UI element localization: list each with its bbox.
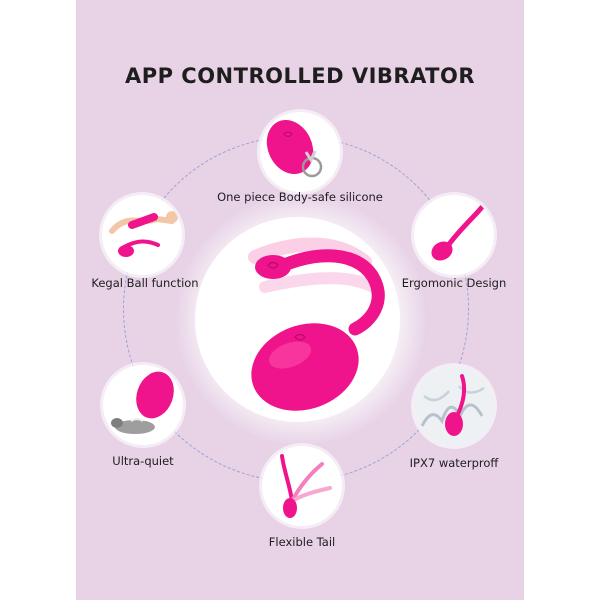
reclining-woman-icon <box>109 211 178 257</box>
feature-bubble-kegel <box>102 195 182 275</box>
feature-label-flexible-tail: Flexible Tail <box>268 535 336 549</box>
feature-label-kegel: Kegal Ball function <box>91 276 199 290</box>
feature-bubble-flexible-tail <box>262 446 342 526</box>
feature-label-ultra-quiet: Ultra-quiet <box>112 454 174 468</box>
feature-label-ergonomic: Ergomonic Design <box>401 276 507 290</box>
feature-label-silicone: One piece Body-safe silicone <box>217 190 383 204</box>
page-title: APP CONTROLLED VIBRATOR <box>124 64 476 88</box>
feature-bubble-silicone <box>260 112 340 192</box>
feature-bubble-ultra-quiet <box>103 365 183 445</box>
feature-bubble-waterproof <box>414 366 494 446</box>
feature-bubble-ergonomic <box>414 195 494 275</box>
egg-with-tail-icon <box>431 204 485 261</box>
sleeping-cat-icon <box>111 371 174 434</box>
silicone-egg-with-ring-icon <box>266 119 323 178</box>
vibrator-egg-icon <box>248 237 385 411</box>
flexible-tail-icon <box>280 454 332 518</box>
water-splash-icon <box>414 366 494 446</box>
feature-label-waterproof: IPX7 waterproff <box>409 456 499 470</box>
product-hero-image <box>195 217 400 422</box>
